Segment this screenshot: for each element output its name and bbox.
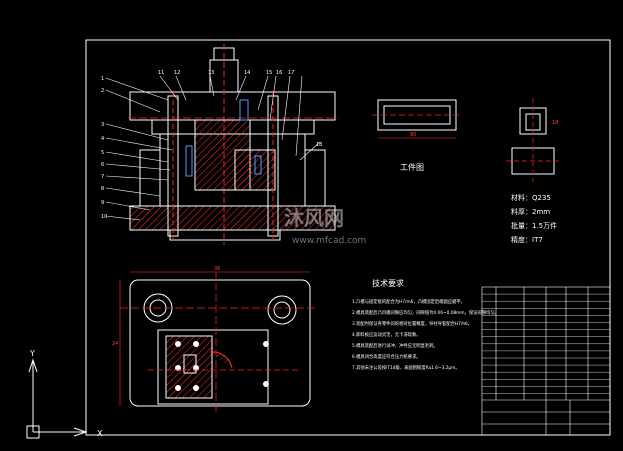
- material-spec-1: 料厚：2mm: [511, 207, 550, 216]
- balloon-label: 2: [101, 88, 104, 94]
- balloon-label: 9: [101, 200, 104, 206]
- part-detail-view: [372, 99, 462, 139]
- tech-req-2: 2.模具装配后凸凹模间隙应均匀，间隙值为0.06~0.08mm，保证间隙均匀。: [352, 309, 499, 316]
- watermark: 沐风网 www.mfcad.com: [284, 206, 366, 246]
- balloon-label: 12: [174, 70, 180, 76]
- assembly-front-view: [105, 44, 338, 245]
- blank-detail-view: [506, 98, 560, 182]
- assembly-plan-view: [119, 271, 318, 414]
- balloon-label: 3: [101, 122, 104, 128]
- balloon-label: 8: [101, 186, 104, 192]
- watermark-url: www.mfcad.com: [292, 236, 366, 246]
- dim-height: 24: [112, 341, 118, 347]
- balloon-label: 11: [158, 70, 164, 76]
- material-spec-0: 材料：Q235: [511, 193, 551, 202]
- watermark-logo: 沐风网: [284, 206, 344, 230]
- balloon-label: 18: [316, 142, 322, 148]
- balloon-label: 15: [266, 70, 272, 76]
- tech-req-1: 1.凸模与固定板的配合为H7/m6，凸模固定后端面应磨平。: [352, 298, 465, 305]
- tech-req-6: 6.模具闭合高度应符合压力机要求。: [352, 353, 421, 360]
- tech-req-3: 3.装配时保证各零件间的相对位置精度，导柱导套配合H7/h6。: [352, 320, 472, 327]
- dim-blank: 18: [552, 120, 558, 126]
- tech-req-title: 技术要求: [372, 278, 404, 288]
- material-spec-3: 精度：IT7: [511, 235, 543, 244]
- material-spec-2: 批量：1.5万件: [511, 221, 557, 230]
- svg-text:Y: Y: [29, 349, 35, 358]
- parts-list-rows: [482, 293, 610, 394]
- balloon-label: 7: [101, 174, 104, 180]
- balloon-label: 13: [208, 70, 214, 76]
- tech-req-4: 4.卸料板应运动灵活，无卡滞现象。: [352, 331, 421, 338]
- dim-plan: 36: [214, 266, 220, 272]
- balloon-label: 5: [101, 150, 104, 156]
- tech-req-5: 5.模具装配后进行试冲，冲件应无明显毛刺。: [352, 342, 438, 349]
- balloon-label: 6: [101, 162, 104, 168]
- drawing-frame: [85, 39, 611, 436]
- balloon-label: 16: [276, 70, 282, 76]
- svg-text:X: X: [97, 429, 103, 438]
- balloon-label: 1: [101, 76, 104, 82]
- dim-width: 80: [410, 132, 416, 138]
- tech-req-7: 7.其他未注公差按IT14级，表面粗糙度Ra1.6~3.2μm。: [352, 364, 460, 371]
- balloon-label: 17: [288, 70, 294, 76]
- ucs-axis-icon: Y X: [26, 349, 103, 439]
- balloon-label: 14: [244, 70, 250, 76]
- balloon-label: 10: [101, 214, 107, 220]
- parts-list-table: [481, 286, 611, 436]
- part-view-label: 工件图: [400, 162, 424, 172]
- balloon-label: 4: [101, 136, 104, 142]
